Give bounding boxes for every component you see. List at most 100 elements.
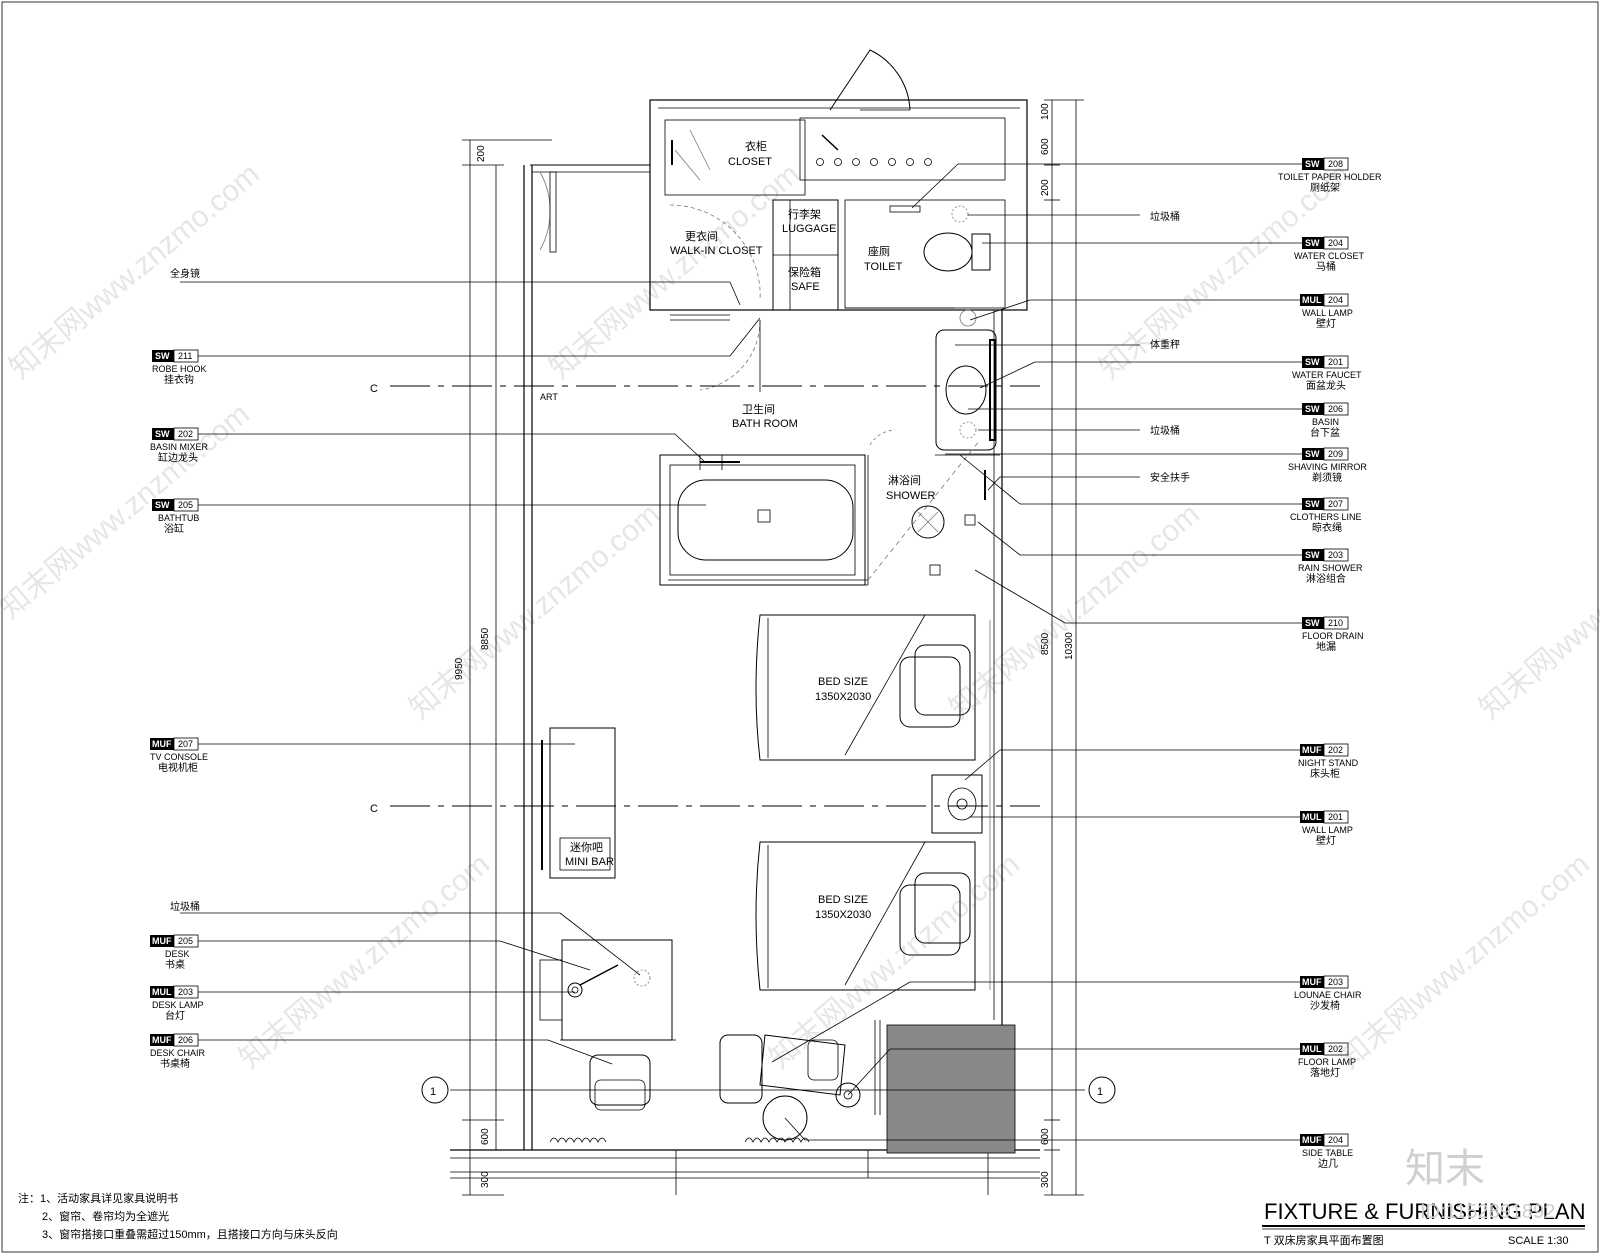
svg-text:211: 211: [178, 351, 192, 361]
callout-tag: SW 203: [1302, 548, 1349, 562]
bath-shower-zone: [659, 319, 1000, 586]
room-labels: 衣柜 CLOSET 更衣间 WALK-IN CLOSET 行李架 LUGGAGE…: [540, 139, 936, 921]
grid-bubble-right: 1: [1097, 1086, 1103, 1098]
callout-left-en: ROBE HOOK: [152, 364, 207, 374]
drawing-subtitle: T 双床房家具平面布置图: [1264, 1233, 1384, 1247]
lounge-corner: [549, 1020, 1016, 1154]
dim-100-right: 100: [1040, 103, 1051, 120]
walkin-label-cn: 更衣间: [685, 229, 718, 243]
callout-tag: SW 207: [1302, 497, 1349, 511]
callout-right-label: 垃圾桶: [1150, 424, 1180, 437]
svg-text:202: 202: [178, 429, 193, 439]
callout-right-cn: 地漏: [1316, 640, 1336, 653]
title-block: FIXTURE & FURNISHING PLAN T 双床房家具平面布置图 S…: [1262, 1147, 1585, 1247]
svg-text:SW: SW: [1305, 550, 1320, 560]
cabinet-block: [886, 1024, 1016, 1154]
svg-text:SW: SW: [155, 500, 170, 510]
svg-text:MUL: MUL: [1302, 812, 1322, 822]
callout-tag: SW 210: [1302, 616, 1349, 630]
callout-left-en: TV CONSOLE: [150, 752, 208, 762]
svg-text:MUF: MUF: [1302, 745, 1322, 755]
svg-text:204: 204: [1328, 238, 1343, 248]
svg-text:SW: SW: [1305, 357, 1320, 367]
svg-text:203: 203: [1328, 977, 1343, 987]
svg-text:204: 204: [1328, 1135, 1343, 1145]
callout-tag: SW 209: [1302, 447, 1349, 461]
centerline-symbol: C: [370, 803, 378, 815]
callout-right-cn: 壁灯: [1316, 317, 1336, 330]
shower-label-en: SHOWER: [886, 490, 936, 502]
callout-right-en: LOUNAE CHAIR: [1294, 990, 1362, 1000]
closet-label-cn: 衣柜: [745, 139, 767, 153]
bed1-size-label: BED SIZE: [818, 676, 868, 688]
bed1-dim-label: 1350X2030: [815, 691, 871, 703]
callout-right-cn: 淋浴组合: [1306, 572, 1346, 585]
svg-text:SW: SW: [1305, 159, 1320, 169]
callout-right-label: 安全扶手: [1150, 471, 1190, 484]
svg-text:205: 205: [178, 500, 193, 510]
callout-right-cn: 边几: [1318, 1158, 1338, 1170]
callout-tag: MUL 204: [1300, 293, 1349, 307]
watermark-text: 知末网www.znzmo.com: [543, 158, 806, 386]
svg-text:202: 202: [1328, 1044, 1343, 1054]
callout-right-en: FLOOR LAMP: [1298, 1057, 1356, 1067]
bath-label-cn: 卫生间: [742, 402, 775, 416]
drawing-scale: SCALE 1:30: [1508, 1235, 1569, 1247]
callout-right-cn: 剃须镜: [1312, 471, 1342, 484]
callout-left-en: BATHTUB: [158, 513, 199, 523]
walk-in-closet: [664, 117, 1006, 321]
luggage-label-en: LUGGAGE: [782, 223, 836, 235]
svg-text:206: 206: [178, 1035, 193, 1045]
watermark-text: 知末网www.znzmo.com: [1333, 848, 1596, 1076]
watermark-text: 知末网www.znzmo.com: [403, 498, 666, 726]
dim-10300: 10300: [1064, 632, 1075, 660]
note-line: 注：1、活动家具详见家具说明书: [18, 1191, 178, 1205]
svg-text:201: 201: [1328, 357, 1343, 367]
grid-bubble-left: 1: [430, 1086, 436, 1098]
watermark-text: 知末网www.znzmo.com: [1473, 498, 1600, 726]
callout-right-en: BASIN: [1312, 417, 1339, 427]
callout-left-en: DESK LAMP: [152, 1000, 204, 1010]
callout-right-en: SIDE TABLE: [1302, 1148, 1353, 1158]
walkin-label-en: WALK-IN CLOSET: [670, 245, 763, 257]
svg-text:205: 205: [178, 936, 193, 946]
callout-right-cn: 沙发椅: [1310, 999, 1340, 1012]
callout-right-en: RAIN SHOWER: [1298, 563, 1363, 573]
callout-left-cn: 台灯: [165, 1009, 185, 1022]
callout-right-cn: 面盆龙头: [1306, 379, 1346, 392]
watermark-text: 知末网www.znzmo.com: [3, 158, 266, 386]
centerlines: C C 1 1: [370, 383, 1116, 1104]
toilet-label-cn: 座厕: [868, 244, 890, 258]
minibar-label-cn: 迷你吧: [570, 841, 603, 854]
callout-left-cn: 电视机柜: [158, 761, 198, 774]
svg-text:SW: SW: [155, 429, 170, 439]
dim-300-left: 300: [480, 1171, 491, 1188]
svg-text:SW: SW: [1305, 499, 1320, 509]
art-label: ART: [540, 392, 558, 402]
dim-600-right-bot: 600: [1040, 1128, 1051, 1145]
callout-right-cn: 厕纸架: [1310, 181, 1340, 194]
general-notes: 注：1、活动家具详见家具说明书 2、窗帘、卷帘均为全遮光 3、窗帘搭接口重叠需超…: [18, 1191, 338, 1241]
callout-right-en: SHAVING MIRROR: [1288, 462, 1367, 472]
watermark-logo: 知末: [1405, 1147, 1485, 1191]
callout-right-cn: 落地灯: [1310, 1066, 1340, 1079]
svg-text:209: 209: [1328, 449, 1343, 459]
left-callouts: 全身镜 SW 211 ROBE HOOK 挂衣钩 SW 202 BASIN MI…: [150, 267, 761, 1070]
svg-text:MUF: MUF: [152, 1035, 172, 1045]
callout-tag: MUF 205: [150, 934, 199, 948]
svg-text:MUF: MUF: [152, 739, 172, 749]
callout-tag: MUL 202: [1300, 1042, 1349, 1056]
dim-600-right-top: 600: [1040, 138, 1051, 155]
callout-right-en: WATER CLOSET: [1294, 251, 1365, 261]
svg-text:207: 207: [178, 739, 193, 749]
svg-text:SW: SW: [1305, 618, 1320, 628]
callout-right-cn: 壁灯: [1316, 834, 1336, 847]
callout-right-label: 垃圾桶: [1150, 210, 1180, 223]
callout-tag: SW 205: [152, 498, 199, 512]
callout-tag: MUL 203: [150, 985, 199, 999]
watermark-id: ID:1152891892: [1420, 1201, 1555, 1223]
callout-tag: SW 201: [1302, 355, 1349, 369]
svg-text:201: 201: [1328, 812, 1343, 822]
svg-text:MUF: MUF: [1302, 1135, 1322, 1145]
